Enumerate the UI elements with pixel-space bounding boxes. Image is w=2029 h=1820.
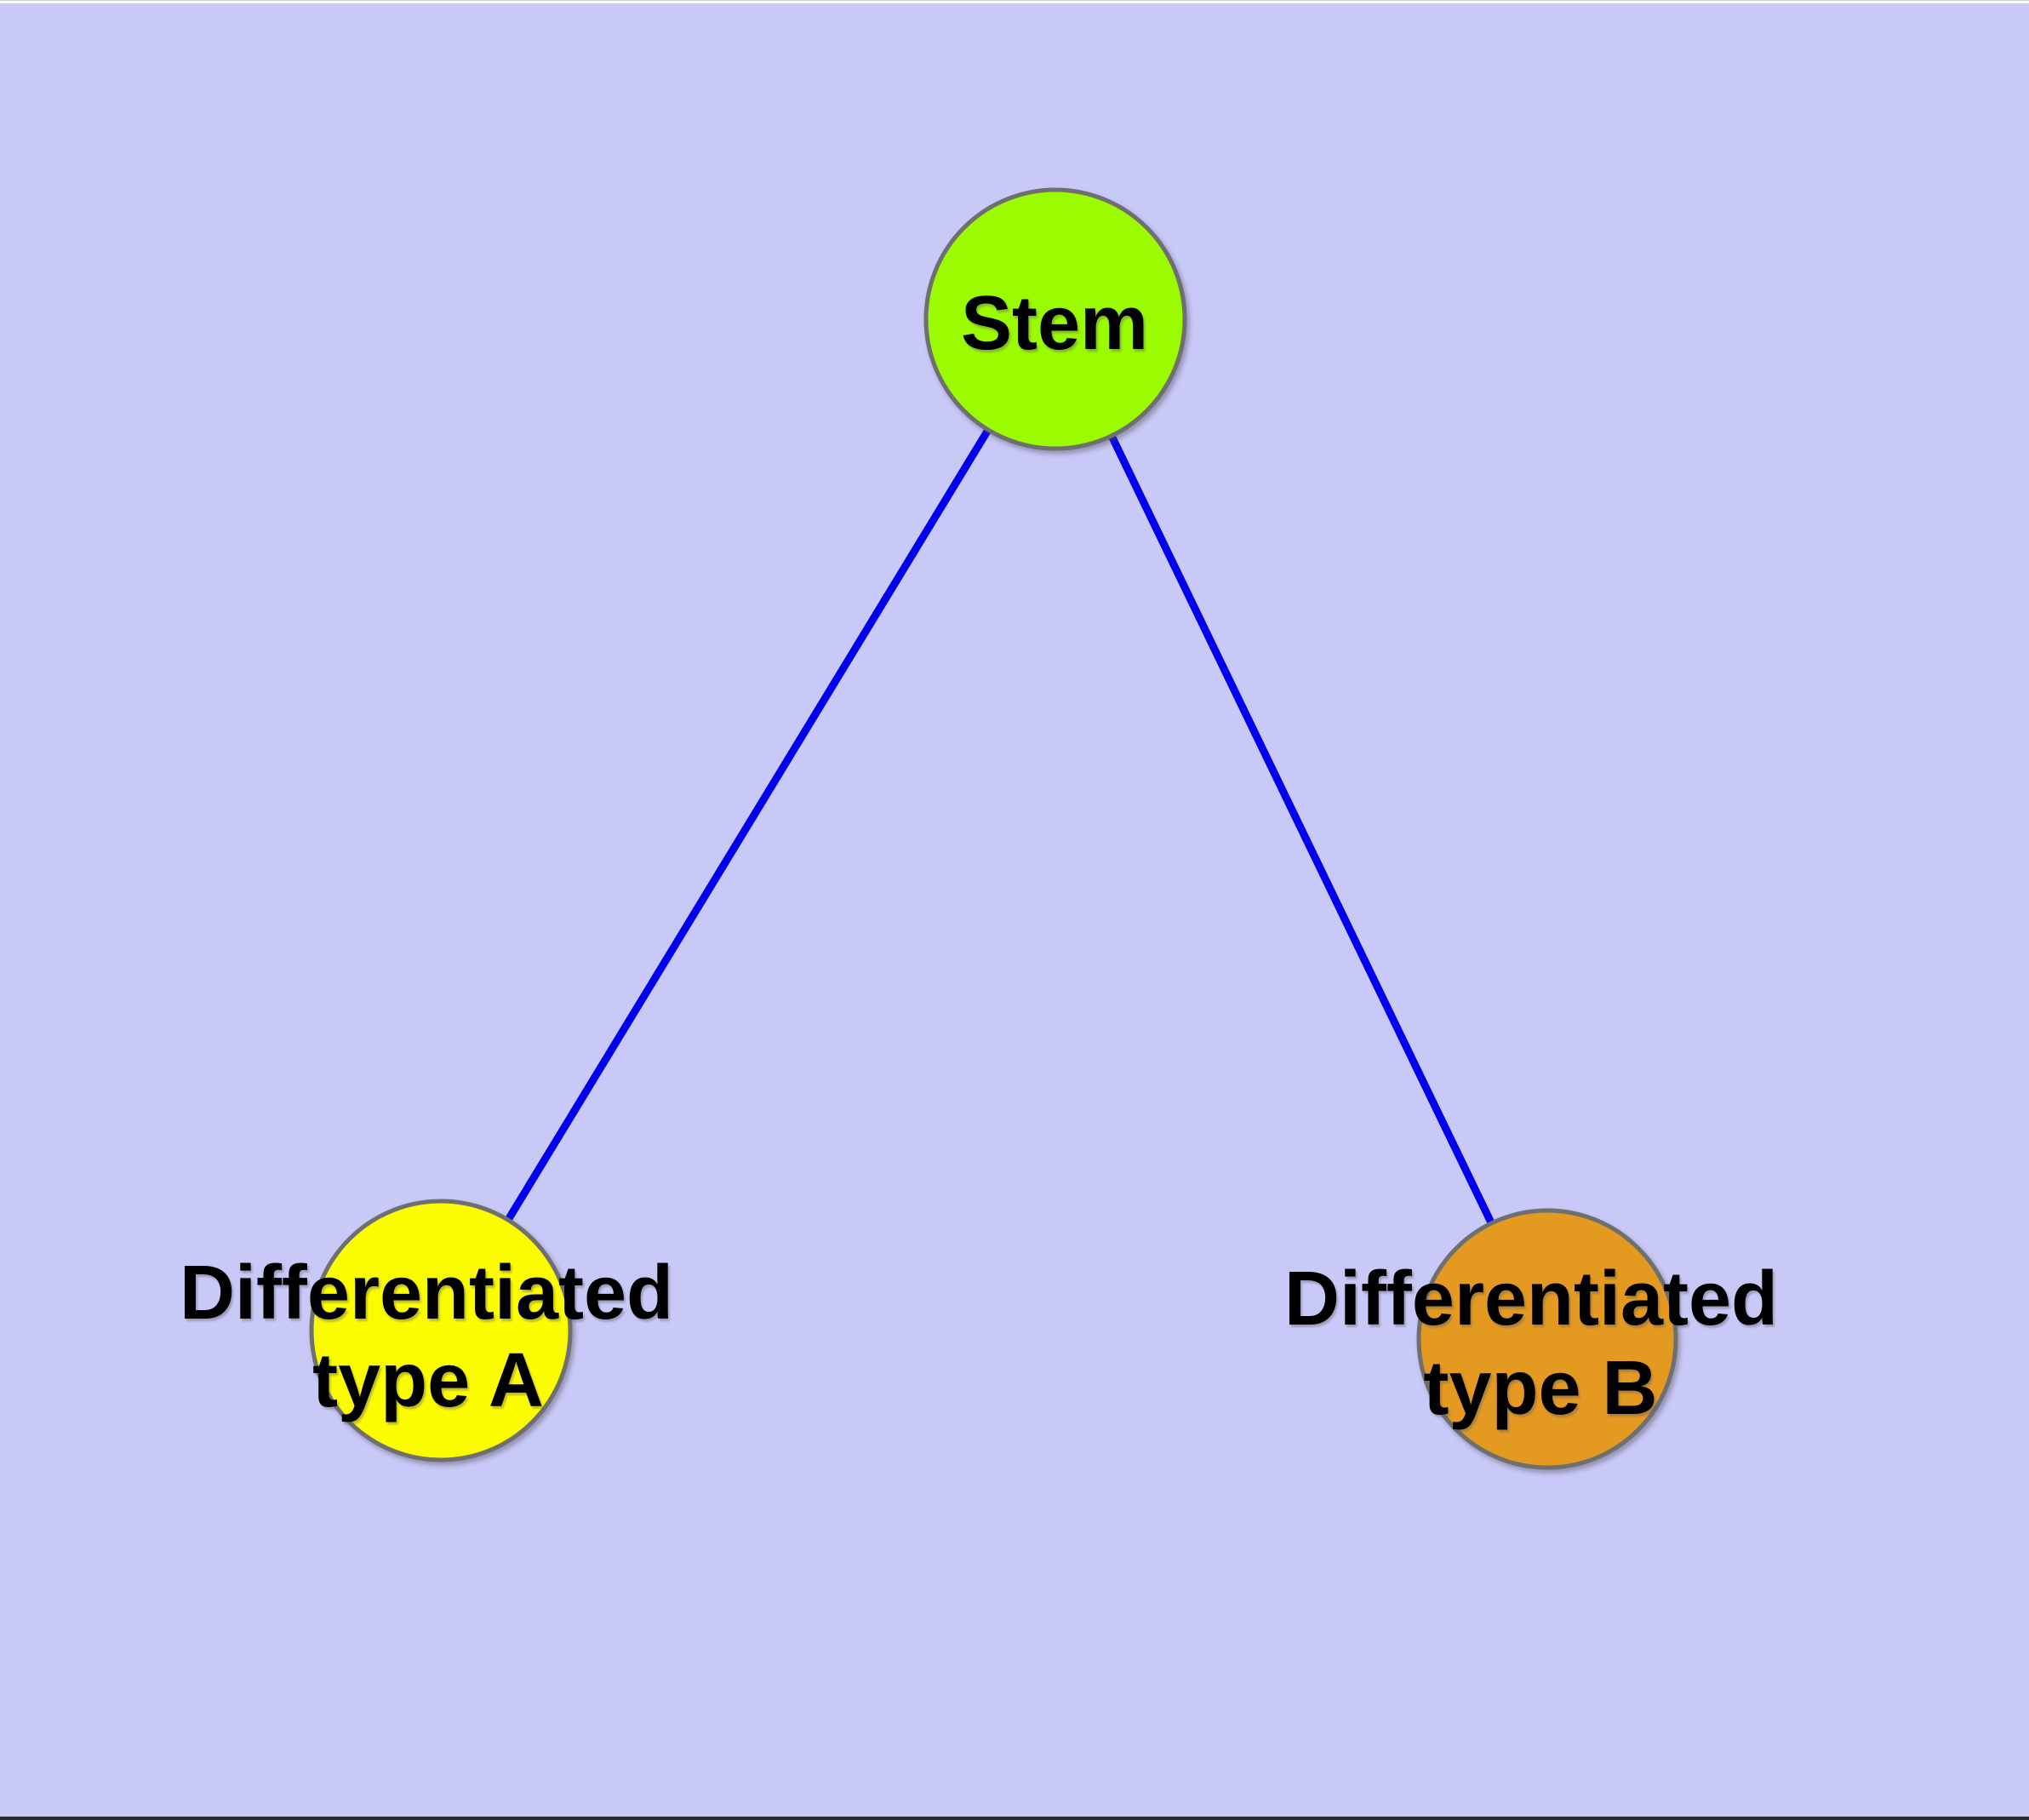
node-differentiated-type-a[interactable] [309,1199,573,1462]
node-type-b-group: Differentiated type B [1284,1208,1778,1470]
node-stem-label: Stem [961,281,1148,366]
bottom-edge-strip [0,1817,2029,1820]
node-stem[interactable] [923,187,1187,451]
edge-stem-to-type-a [437,315,1060,1335]
edge-stem-to-type-b [1051,315,1552,1343]
node-type-b-label-line2: type B [1423,1346,1657,1431]
node-type-a-group: Differentiated type A [180,1199,673,1462]
node-differentiated-type-b[interactable] [1416,1208,1678,1470]
node-stem-group: Stem [923,187,1187,451]
node-type-b-label-line1: Differentiated [1284,1256,1778,1342]
node-type-a-label-line2: type A [312,1338,544,1423]
top-edge-strip [0,0,2029,3]
node-type-a-label-line1: Differentiated [180,1251,673,1336]
